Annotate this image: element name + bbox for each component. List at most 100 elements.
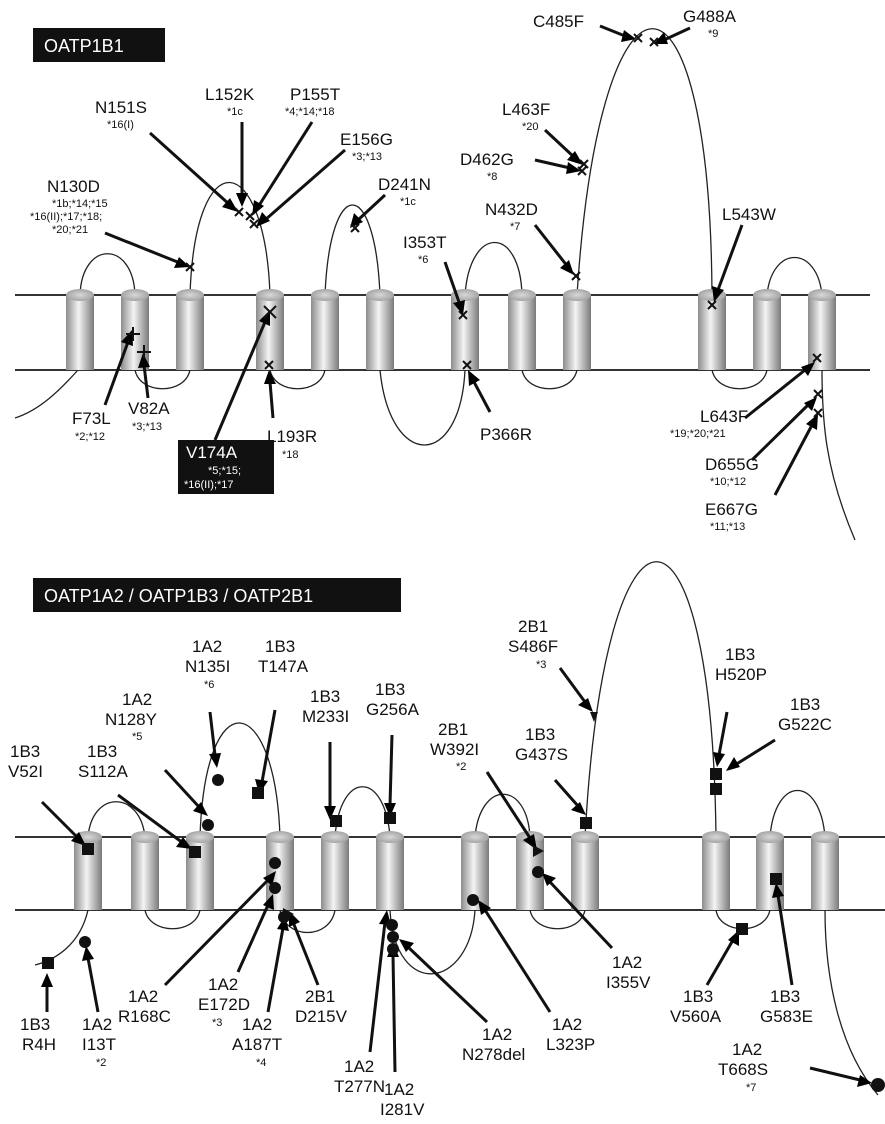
- label-b3-v52i: V52I: [8, 762, 43, 781]
- panel2-title: OATP1A2 / OATP1B3 / OATP2B1: [44, 586, 313, 606]
- label-b3-t147a-gene: 1B3: [265, 637, 295, 656]
- label-v82a: V82A: [128, 399, 170, 418]
- label-a2-a187t-gene: 1A2: [242, 1015, 272, 1034]
- sub-n130d-line1: *1b;*14;*15: [52, 198, 108, 210]
- label-b3-g437s-gene: 1B3: [525, 725, 555, 744]
- label-a2-n135i-gene: 1A2: [192, 637, 222, 656]
- sub-n130d-line3: *20;*21: [52, 224, 88, 236]
- label-b1-d215v-gene: 2B1: [305, 987, 335, 1006]
- sub-e156g: *3;*13: [352, 151, 382, 163]
- label-b3-m233i: M233I: [302, 707, 349, 726]
- label-a2-i355v-gene: 1A2: [612, 953, 642, 972]
- label-a2-e172d: E172D: [198, 995, 250, 1014]
- label-a2-t668s: T668S: [718, 1060, 768, 1079]
- label-d241n: D241N: [378, 175, 431, 194]
- label-a2-n135i: N135I: [185, 657, 230, 676]
- label-a2-e172d-gene: 1A2: [208, 975, 238, 994]
- label-a2-l323p: L323P: [546, 1035, 595, 1054]
- label-v174a: V174A: [186, 443, 238, 462]
- sub-p155t: *4;*14;*18: [285, 106, 335, 118]
- sub-v174a-line1: *5;*15;: [208, 465, 241, 477]
- sub-a2-n128y: *5: [132, 731, 142, 743]
- sub-n432d: *7: [510, 221, 520, 233]
- sub-f73l: *2;*12: [75, 431, 105, 443]
- sub-a2-e172d: *3: [212, 1017, 222, 1029]
- sub-b1-w392i: *2: [456, 761, 466, 773]
- label-b3-t147a: T147A: [258, 657, 309, 676]
- label-n432d: N432D: [485, 200, 538, 219]
- sub-n130d-line2: *16(II);*17;*18;: [30, 211, 102, 223]
- label-a2-r168c-gene: 1A2: [128, 987, 158, 1006]
- label-d655g: D655G: [705, 455, 759, 474]
- label-b3-r4h: R4H: [22, 1035, 56, 1054]
- label-l543w: L543W: [722, 205, 776, 224]
- label-b3-g583e: G583E: [760, 1007, 813, 1026]
- label-b3-g522c-gene: 1B3: [790, 695, 820, 714]
- label-d462g: D462G: [460, 150, 514, 169]
- label-b3-m233i-gene: 1B3: [310, 687, 340, 706]
- label-g488a: G488A: [683, 7, 737, 26]
- label-b3-v560a-gene: 1B3: [683, 987, 713, 1006]
- label-b3-g256a: G256A: [366, 700, 420, 719]
- sub-d241n: *1c: [400, 196, 416, 208]
- helices-panel2: [74, 831, 839, 910]
- label-b3-g437s: G437S: [515, 745, 568, 764]
- label-b3-v560a: V560A: [670, 1007, 722, 1026]
- label-p366r: P366R: [480, 425, 532, 444]
- label-f73l: F73L: [72, 409, 111, 428]
- label-a2-l323p-gene: 1A2: [552, 1015, 582, 1034]
- sub-a2-n135i: *6: [204, 679, 214, 691]
- label-c485f: C485F: [533, 12, 584, 31]
- sub-a2-i13t: *2: [96, 1057, 106, 1069]
- label-l193r: L193R: [267, 427, 317, 446]
- sub-v174a-line2: *16(II);*17: [184, 479, 234, 491]
- helices-panel1: [66, 289, 836, 370]
- label-a2-i281v: I281V: [380, 1100, 425, 1119]
- label-a2-n128y-gene: 1A2: [122, 690, 152, 709]
- label-a2-i13t-gene: 1A2: [82, 1015, 112, 1034]
- sub-i353t: *6: [418, 254, 428, 266]
- panel1-title: OATP1B1: [44, 36, 124, 56]
- label-b3-g256a-gene: 1B3: [375, 680, 405, 699]
- sub-l193r: *18: [282, 449, 299, 461]
- label-b1-s486f: S486F: [508, 637, 558, 656]
- label-i353t: I353T: [403, 233, 446, 252]
- label-b3-s112a-gene: 1B3: [87, 742, 117, 761]
- panel-oatp1a2-1b3-2b1: OATP1A2 / OATP1B3 / OATP2B1: [8, 562, 885, 1119]
- label-a2-a187t: A187T: [232, 1035, 282, 1054]
- sub-a2-t668s: *7: [746, 1082, 756, 1094]
- label-l643f: L643F: [700, 407, 748, 426]
- label-b3-h520p-gene: 1B3: [725, 645, 755, 664]
- sub-l643f: *19;*20;*21: [670, 428, 726, 440]
- label-a2-n278del: N278del: [462, 1045, 525, 1064]
- label-b1-d215v: D215V: [295, 1007, 348, 1026]
- label-b3-r4h-gene: 1B3: [20, 1015, 50, 1034]
- label-n151s: N151S: [95, 98, 147, 117]
- label-a2-i355v: I355V: [606, 973, 651, 992]
- label-b3-g583e-gene: 1B3: [770, 987, 800, 1006]
- label-b1-w392i: W392I: [430, 740, 479, 759]
- label-e667g: E667G: [705, 500, 758, 519]
- label-b3-h520p: H520P: [715, 665, 767, 684]
- label-l152k: L152K: [205, 85, 255, 104]
- label-p155t: P155T: [290, 85, 340, 104]
- label-a2-i13t: I13T: [82, 1035, 116, 1054]
- label-b1-w392i-gene: 2B1: [438, 720, 468, 739]
- sub-d462g: *8: [487, 171, 497, 183]
- label-a2-t277n-gene: 1A2: [344, 1057, 374, 1076]
- sub-g488a: *9: [708, 28, 718, 40]
- sub-v82a: *3;*13: [132, 421, 162, 433]
- label-a2-t668s-gene: 1A2: [732, 1040, 762, 1059]
- sub-e667g: *11;*13: [710, 521, 745, 533]
- label-b3-s112a: S112A: [78, 762, 128, 781]
- sub-d655g: *10;*12: [710, 476, 746, 488]
- panel-oatp1b1: OATP1B1: [15, 7, 870, 540]
- sub-l463f: *20: [522, 121, 539, 133]
- label-n130d: N130D: [47, 177, 100, 196]
- label-a2-n128y: N128Y: [105, 710, 157, 729]
- label-l463f: L463F: [502, 100, 550, 119]
- labels-panel1: N151S *16(I) L152K *1c P155T *4;*14;*18 …: [30, 7, 776, 533]
- label-a2-t277n: T277N: [334, 1077, 385, 1096]
- label-e156g: E156G: [340, 130, 393, 149]
